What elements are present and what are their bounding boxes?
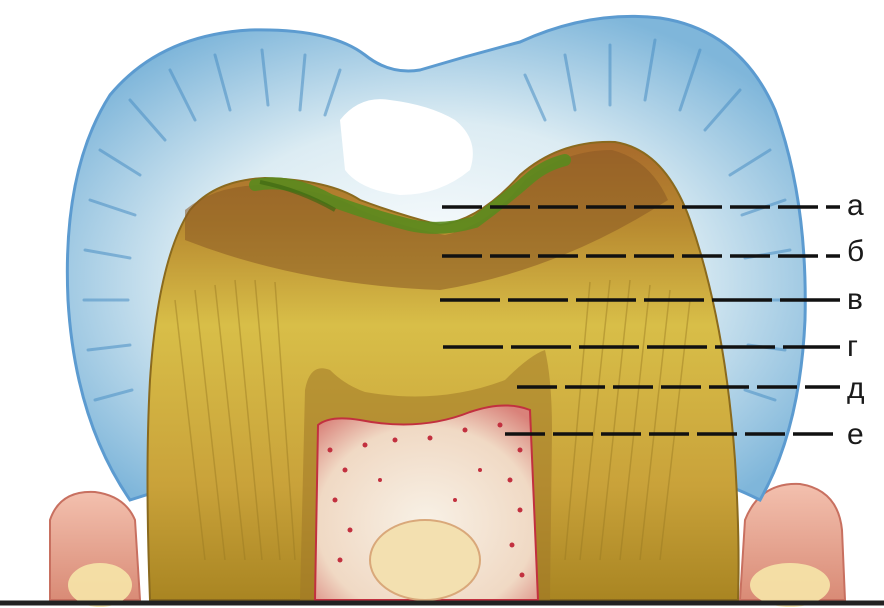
label-g: г xyxy=(847,332,858,362)
label-d: д xyxy=(847,374,865,404)
label-v: в xyxy=(847,285,863,315)
label-b: б xyxy=(847,237,864,267)
label-e: е xyxy=(847,420,864,450)
label-a: а xyxy=(847,191,864,221)
gum-right xyxy=(740,484,845,607)
gum-left xyxy=(50,492,140,607)
